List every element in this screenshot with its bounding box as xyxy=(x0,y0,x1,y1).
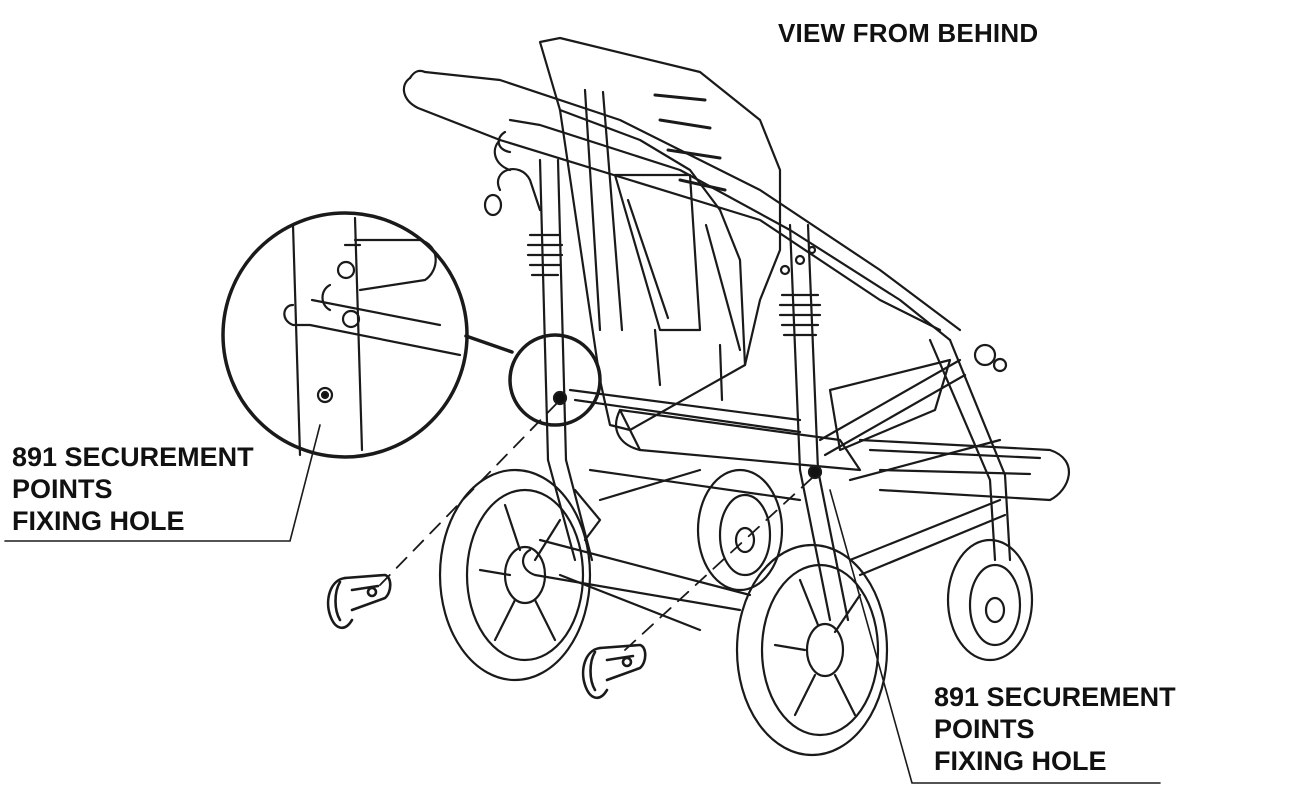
callout-right-line-1: 891 SECUREMENT xyxy=(934,682,1176,712)
dashed-guides xyxy=(379,399,813,651)
callout-right-line-2: POINTS xyxy=(934,714,1035,744)
left-rear-wheel xyxy=(438,468,592,682)
fixing-hole-left xyxy=(552,390,568,406)
left-front-caster xyxy=(696,468,784,592)
detail-circle-small xyxy=(508,333,602,427)
right-rear-wheel xyxy=(735,543,889,757)
fixing-hole-right xyxy=(807,464,823,480)
callout-right: 891 SECUREMENT POINTS FIXING HOLE xyxy=(934,681,1176,777)
right-frame xyxy=(778,223,850,622)
detail-magnified-view xyxy=(221,211,469,459)
securement-bracket-right xyxy=(581,643,647,699)
callout-left-line-2: POINTS xyxy=(12,474,113,504)
push-handle xyxy=(402,69,962,342)
view-title: VIEW FROM BEHIND xyxy=(778,18,1039,48)
callout-left-line-1: 891 SECUREMENT xyxy=(12,442,254,472)
leader-lines xyxy=(4,424,1161,784)
securement-bracket-left xyxy=(326,573,392,629)
magnifier-connector xyxy=(464,334,514,354)
callout-right-line-3: FIXING HOLE xyxy=(934,746,1107,776)
seat-backrest xyxy=(538,36,782,432)
right-front-caster xyxy=(946,538,1034,662)
callout-left-line-3: FIXING HOLE xyxy=(12,506,185,536)
callout-left: 891 SECUREMENT POINTS FIXING HOLE xyxy=(12,441,254,537)
seat-and-crossbars xyxy=(568,338,1070,562)
